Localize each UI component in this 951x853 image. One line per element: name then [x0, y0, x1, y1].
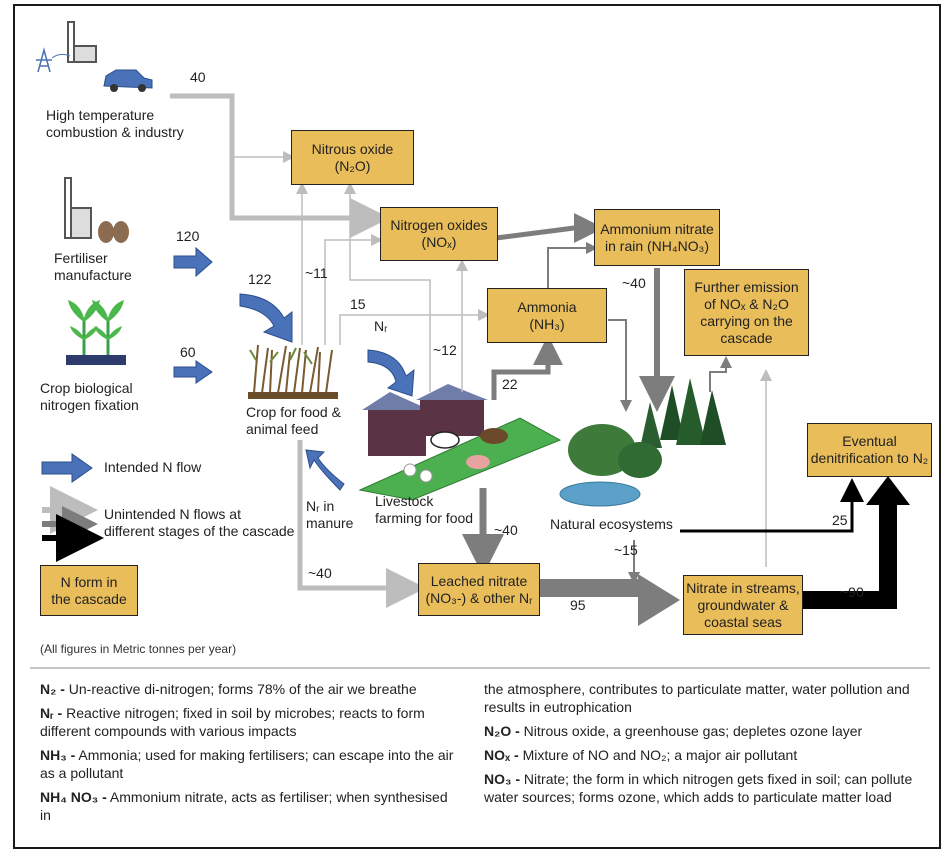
flow-label-15: 15 — [350, 296, 366, 312]
glossary-entry: the atmosphere, contributes to particula… — [484, 681, 910, 715]
flow-crop-nox — [324, 234, 383, 345]
glossary-entry: NOₓ - Mixture of NO and NO₂; a major air… — [484, 747, 798, 763]
flow-label-15-eco: ~15 — [614, 542, 638, 558]
flow-ecosystem-emission — [709, 356, 732, 392]
glossary-left: N₂ - Un-reactive di-nitrogen; forms 78% … — [40, 680, 460, 830]
box-nitrous-oxide: Nitrous oxide(N₂O) — [291, 130, 414, 185]
legend-intended-arrow — [41, 453, 93, 483]
flow-ammonia-ammonium — [547, 242, 598, 296]
flow-label-40-crop: ~40 — [308, 565, 332, 581]
flow-label-25: 25 — [832, 512, 848, 528]
flow-label-40-rain: ~40 — [622, 275, 646, 291]
flow-90-head — [866, 476, 910, 505]
intended-arrow-manure — [305, 449, 345, 491]
flow-livestock-n2o — [344, 182, 431, 392]
glossary-entry: Nᵣ - Reactive nitrogen; fixed in soil by… — [40, 705, 425, 739]
legend-unintended-label: Unintended N flows at different stages o… — [104, 506, 295, 539]
glossary-entry: NO₃ - Nitrate; the form in which nitroge… — [484, 771, 913, 805]
nr-manure-label: Nᵣ in manure — [306, 498, 354, 531]
flow-label-90: ~90 — [840, 584, 864, 600]
livestock-farm-icon — [358, 384, 562, 501]
fertiliser-factory-icon — [64, 177, 129, 243]
flow-label-22: 22 — [502, 376, 518, 392]
nr-label: Nᵣ — [374, 318, 388, 334]
legend-intended-label: Intended N flow — [104, 459, 202, 475]
flow-nox-ammonium — [495, 213, 604, 243]
source-crop-fixation-label: Crop biological nitrogen fixation — [40, 380, 139, 413]
glossary-entry: N₂ - Un-reactive di-nitrogen; forms 78% … — [40, 681, 417, 697]
forest-ecosystem-icon — [559, 378, 726, 507]
flow-label-40-livestock: ~40 — [494, 522, 518, 538]
flow-label-12: ~12 — [433, 342, 457, 358]
flow-label-11: ~11 — [305, 265, 328, 281]
flow-ammonia-ecosystem — [608, 319, 632, 412]
intended-arrow-122 — [239, 293, 293, 343]
natural-ecosystems-label: Natural ecosystems — [550, 516, 673, 532]
car-icon — [103, 69, 153, 92]
glossary-entry: NH₄ NO₃ - Ammonium nitrate, acts as fert… — [40, 789, 448, 823]
box-leached-nitrate: Leached nitrate(NO₃-) & other Nᵣ — [418, 563, 540, 616]
intended-arrow-120 — [173, 246, 213, 278]
source-fertiliser-label: Fertiliser manufacture — [54, 250, 132, 283]
box-ammonia: Ammonia(NH₃) — [487, 288, 607, 343]
glossary-entry: N₂O - Nitrous oxide, a greenhouse gas; d… — [484, 723, 863, 739]
glossary-entry: NH₃ - Ammonia; used for making fertilise… — [40, 747, 454, 781]
flow-label-95: 95 — [570, 597, 586, 613]
livestock-label: Livestock farming for food — [375, 493, 474, 526]
flow-label-60: 60 — [180, 344, 196, 360]
flow-crop-leached — [297, 440, 426, 608]
flow-90-denitrification — [800, 500, 897, 609]
flow-leached-streams-head — [638, 574, 680, 626]
units-note: (All figures in Metric tonnes per year) — [40, 642, 237, 656]
flow-label-40-combustion: 40 — [190, 69, 206, 85]
factory-power-icon — [36, 21, 97, 73]
flow-label-120: 120 — [176, 228, 200, 244]
glossary-right: the atmosphere, contributes to particula… — [484, 680, 924, 812]
source-combustion-label: High temperature combustion & industry — [46, 107, 184, 140]
crop-feed-label: Crop for food & animal feed — [246, 404, 341, 437]
box-nitrate-streams: Nitrate in streams,groundwater &coastal … — [683, 575, 803, 635]
flow-label-122: 122 — [248, 271, 272, 287]
crop-field-icon — [248, 344, 338, 399]
flow-crop-ammonia — [339, 309, 490, 345]
flow-25-denitrification — [680, 478, 864, 533]
intended-arrow-nr — [367, 349, 415, 397]
intended-arrow-60 — [173, 360, 213, 384]
flow-livestock-ammonia — [491, 335, 563, 400]
box-nitrogen-oxides: Nitrogen oxides(NOₓ) — [380, 207, 498, 261]
crop-plant-icon — [66, 300, 126, 365]
